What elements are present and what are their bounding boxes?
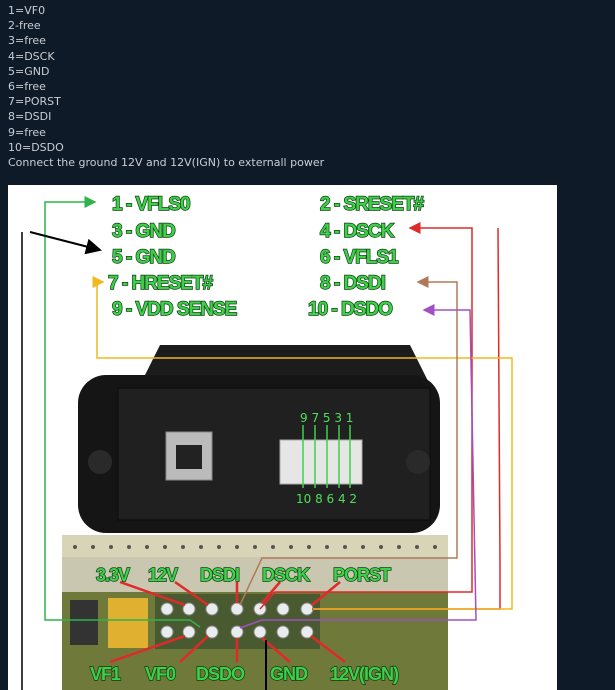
connector-top-numbers: 9 7 5 3 1 bbox=[300, 411, 353, 425]
pin-label-8: 8 - DSDI bbox=[320, 273, 386, 294]
pin-line: 10=DSDO bbox=[8, 140, 64, 154]
pin-label-4: 4 - DSCK bbox=[320, 221, 395, 242]
pin-line: 8=DSDI bbox=[8, 110, 52, 124]
wires bbox=[21, 196, 513, 690]
board-label: VF1 bbox=[90, 664, 121, 684]
device-box: 9 7 5 3 1 10 8 6 4 2 bbox=[78, 345, 440, 533]
power-note: Connect the ground 12V and 12V(IGN) to e… bbox=[8, 156, 325, 170]
pin-label-3: 3 - GND bbox=[112, 221, 175, 242]
pin-label-5: 5 - GND bbox=[112, 247, 175, 268]
pin-line: 9=free bbox=[8, 125, 46, 139]
jtag-connector bbox=[279, 439, 363, 485]
pin-line: 2-free bbox=[8, 19, 41, 33]
pin-line: 6=free bbox=[8, 80, 46, 94]
pinout-image: 9 7 5 3 1 10 8 6 4 2 3.3V 12V DSDI DSCK … bbox=[8, 185, 557, 690]
pinout-diagram: 9 7 5 3 1 10 8 6 4 2 3.3V 12V DSDI DSCK … bbox=[21, 193, 513, 690]
board-label: 12V(IGN) bbox=[330, 664, 399, 684]
pin-line: 7=PORST bbox=[8, 95, 61, 109]
board-label: 3.3V bbox=[96, 565, 130, 585]
post-text: 1=VF0 2-free 3=free 4=DSCK 5=GND 6=free … bbox=[8, 3, 324, 170]
pin-label-9: 9 - VDD SENSE bbox=[112, 299, 237, 320]
board-label: DSCK bbox=[262, 565, 310, 585]
board-label: VF0 bbox=[145, 664, 176, 684]
pin-label-6: 6 - VFLS1 bbox=[320, 247, 399, 268]
connector-bottom-numbers: 10 8 6 4 2 bbox=[296, 492, 357, 506]
pin-label-7: 7 - HRESET# bbox=[108, 273, 214, 294]
pin-line: 1=VF0 bbox=[8, 4, 46, 17]
pin-label-1: 1 - VFLS0 bbox=[112, 194, 190, 215]
pin-line: 4=DSCK bbox=[8, 49, 55, 63]
pin-label-2: 2 - SRESET# bbox=[320, 194, 424, 215]
circuit-board: 3.3V 12V DSDI DSCK PORST VF1 VF0 DSDO GN… bbox=[62, 535, 448, 690]
board-label: DSDO bbox=[196, 664, 245, 684]
board-label: 12V bbox=[148, 565, 178, 585]
board-label: DSDI bbox=[200, 565, 239, 585]
board-label: PORST bbox=[333, 565, 391, 585]
pin-label-10: 10 - DSDO bbox=[308, 299, 392, 320]
pin-line: 5=GND bbox=[8, 64, 50, 78]
board-label: GND bbox=[270, 664, 308, 684]
pin-line: 3=free bbox=[8, 34, 46, 48]
